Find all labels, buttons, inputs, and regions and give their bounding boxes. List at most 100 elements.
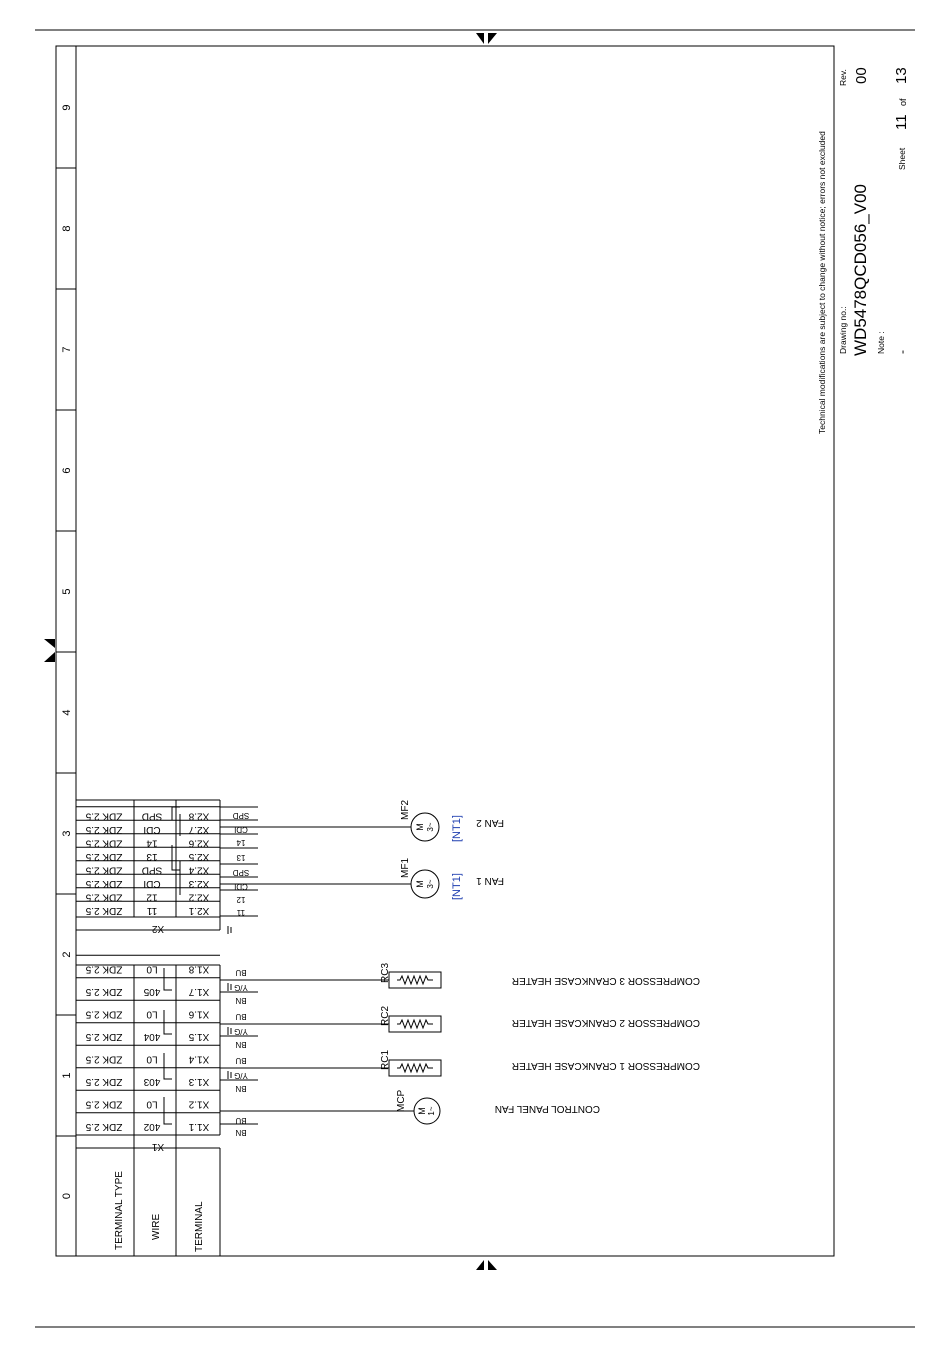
sheet-number: 11 <box>893 114 910 130</box>
wire-number-tag: SPD <box>233 868 250 877</box>
terminal-type: ZDK 2.5 <box>85 1099 122 1110</box>
terminal-table: TERMINAL TYPE WIRE TERMINAL <box>76 1134 221 1256</box>
terminal-type: ZDK 2.5 <box>85 892 122 903</box>
wire-color-tag: BU <box>235 1012 246 1021</box>
terminal-id: X2.8 <box>188 811 209 822</box>
device-mf1: M 3~ MF1 [NT1] FAN 1 <box>400 858 504 900</box>
zone-ticks <box>56 167 76 1137</box>
wire-number-tag: CDI <box>234 882 248 891</box>
ground-icon <box>227 1027 232 1035</box>
zone-label: 9 <box>61 104 73 110</box>
wire-number: L0 <box>146 1054 158 1065</box>
mf1-tag: MF1 <box>400 858 411 878</box>
wire-number: 12 <box>146 892 158 903</box>
wire-number: SPD <box>142 811 163 822</box>
terminal-id: X2.5 <box>188 851 209 862</box>
mf2-tag: MF2 <box>400 800 411 820</box>
strip-x2-label: X2 <box>151 923 164 934</box>
note-label: Note : <box>876 331 886 354</box>
center-mark-top <box>476 33 497 44</box>
terminal-type: ZDK 2.5 <box>85 1054 122 1065</box>
terminal-id: X2.4 <box>188 865 209 876</box>
sheet-total: 13 <box>893 67 910 84</box>
wire-number: 11 <box>146 905 157 916</box>
wire-color-tag: BN <box>235 1084 246 1093</box>
zone-label: 5 <box>61 588 73 594</box>
rc1-desc: COMPRESSOR 1 CRANKCASE HEATER <box>512 1060 700 1071</box>
mf1-ref: [NT1] <box>451 873 463 900</box>
wire-number: 13 <box>146 851 158 862</box>
terminal-id: X1.7 <box>188 986 209 997</box>
wire-color-tag: Y/G <box>234 1027 248 1036</box>
wire-color-tag: BU <box>235 968 246 977</box>
wire-color-tag: BN <box>235 996 246 1005</box>
center-mark-left <box>44 639 55 662</box>
rc2-desc: COMPRESSOR 2 CRANKCASE HEATER <box>512 1017 700 1028</box>
drawing-no-label: Drawing no.: <box>838 306 848 354</box>
terminal-id: X1.1 <box>188 1121 209 1132</box>
mf1-phase: 3~ <box>426 879 435 888</box>
wire-number: L0 <box>146 1099 158 1110</box>
ground-icon <box>227 1071 232 1079</box>
terminal-type: ZDK 2.5 <box>85 824 122 835</box>
terminal-id: X2.6 <box>188 838 209 849</box>
mcp-tag: MCP <box>396 1089 407 1112</box>
terminal-id: X2.7 <box>188 824 209 835</box>
drawing-frame <box>55 45 835 1257</box>
row-header-terminal: TERMINAL <box>194 1201 205 1252</box>
terminal-type: ZDK 2.5 <box>85 811 122 822</box>
wire-number: SPD <box>142 865 163 876</box>
disclaimer-text: Technical modifications are subject to c… <box>817 131 827 434</box>
wire-color-tag: Y/G <box>234 1071 248 1080</box>
terminal-id: X1.6 <box>188 1009 209 1020</box>
wire-number-tag: 11 <box>236 908 245 917</box>
zone-label: 7 <box>61 346 73 352</box>
of-label: of <box>898 98 908 106</box>
mcp-symbol: M <box>417 1107 427 1115</box>
device-rc1: RC1 COMPRESSOR 1 CRANKCASE HEATER <box>380 1050 700 1077</box>
terminal-type: ZDK 2.5 <box>85 865 122 876</box>
terminal-type: ZDK 2.5 <box>85 986 122 997</box>
device-rc2: RC2 COMPRESSOR 2 CRANKCASE HEATER <box>380 1006 700 1033</box>
wire-number: 403 <box>143 1076 160 1087</box>
terminal-id: X2.2 <box>188 892 209 903</box>
zone-label: 8 <box>61 225 73 231</box>
rc3-desc: COMPRESSOR 3 CRANKCASE HEATER <box>512 975 700 986</box>
row-header-wire: WIRE <box>151 1214 162 1240</box>
mf1-symbol: M <box>415 880 425 888</box>
terminal-type: ZDK 2.5 <box>85 1121 122 1132</box>
terminal-type: ZDK 2.5 <box>85 1009 122 1020</box>
wire-number: CDI <box>143 878 160 889</box>
terminal-id: X1.5 <box>188 1031 209 1042</box>
rev-label: Rev. <box>838 69 848 86</box>
wire-color-tag: BU <box>235 1116 246 1125</box>
sheet-label: Sheet <box>897 147 907 170</box>
terminal-type: ZDK 2.5 <box>85 905 122 916</box>
rc3-tag: RC3 <box>380 963 391 983</box>
title-block: Technical modifications are subject to c… <box>817 67 910 434</box>
note-value: - <box>895 350 909 354</box>
wire-number: L0 <box>146 964 158 975</box>
wire-color-tag: BN <box>235 1128 246 1137</box>
mcp-desc: CONTROL PANEL FAN <box>495 1103 600 1114</box>
mf2-desc: FAN 2 <box>476 817 504 828</box>
rev-value: 00 <box>853 67 870 84</box>
wire-number: 404 <box>143 1031 160 1042</box>
wire-number: 402 <box>143 1121 160 1132</box>
wire-number-tag: 12 <box>236 895 245 904</box>
terminal-id: X1.8 <box>188 964 209 975</box>
mf1-desc: FAN 1 <box>476 875 504 886</box>
wire-number: L0 <box>146 1009 158 1020</box>
jumper-brackets <box>163 806 181 1125</box>
mf2-ref: [NT1] <box>451 815 463 842</box>
terminal-type: ZDK 2.5 <box>85 838 122 849</box>
zone-label: 6 <box>61 467 73 473</box>
wire-color-tag: BN <box>235 1040 246 1049</box>
strip-x1-label: X1 <box>151 1141 164 1152</box>
wire-number-tag: 14 <box>236 838 245 847</box>
mf2-phase: 3~ <box>426 822 435 831</box>
